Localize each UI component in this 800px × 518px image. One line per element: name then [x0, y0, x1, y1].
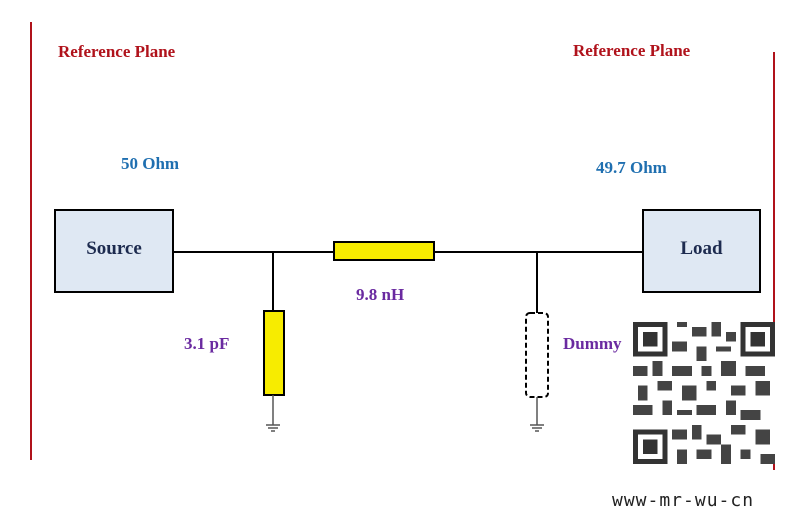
dummy-component-symbol — [525, 312, 549, 398]
reference-plane-left-label: Reference Plane — [58, 42, 176, 61]
reference-plane-right-label: Reference Plane — [573, 41, 691, 60]
inductor-value-label: 9.8 nH — [356, 285, 405, 304]
ground-icon — [530, 424, 544, 432]
qr-code-image — [632, 322, 776, 464]
source-block — [54, 209, 174, 293]
capacitor-value-label: 3.1 pF — [184, 334, 230, 353]
load-block — [642, 209, 761, 293]
source-label: Source — [86, 238, 142, 259]
source-impedance-label: 50 Ohm — [121, 154, 180, 173]
inductor-resistor-symbol — [333, 241, 435, 261]
load-impedance-label: 49.7 Ohm — [596, 158, 667, 177]
load-label: Load — [680, 238, 723, 259]
capacitor-symbol — [263, 310, 285, 396]
ground-icon — [266, 424, 280, 432]
dummy-label: Dummy — [563, 334, 622, 353]
watermark-url: www-mr-wu-cn — [612, 490, 755, 511]
